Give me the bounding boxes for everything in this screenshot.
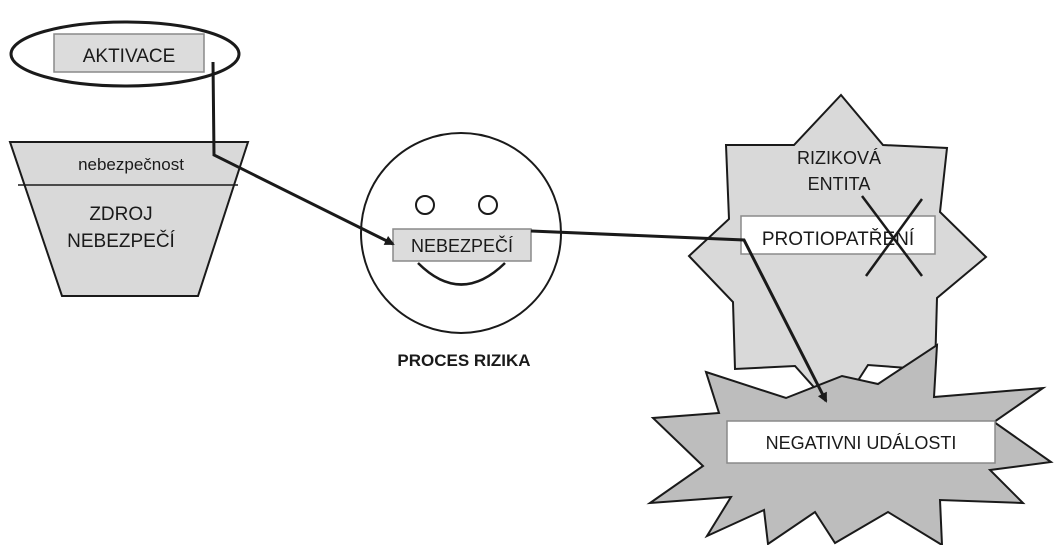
negative-events-label: NEGATIVNI UDÁLOSTI: [766, 433, 957, 453]
countermeasure-cross-b: [864, 198, 924, 277]
risk-entity-node: RIZIKOVÁ ENTITA PROTIOPATŘENÍ: [687, 93, 988, 415]
activation-label: AKTIVACE: [83, 46, 176, 67]
negative-events-box: [726, 420, 996, 464]
hazard-source-title-line2: NEBEZPEČÍ: [67, 230, 175, 252]
hazard-source-hazard-label: nebezpečnost: [78, 155, 184, 174]
countermeasure-label: PROTIOPATŘENÍ: [762, 228, 915, 250]
countermeasure-box: [740, 215, 936, 255]
risk-hazard-label: NEBEZPEČÍ: [411, 235, 513, 256]
risk-hazard-box: [392, 228, 532, 262]
countermeasure-cross-a: [861, 195, 923, 277]
risk-entity-title-line1: RIZIKOVÁ: [797, 148, 881, 168]
hazard-to-negative-events-arrow: [530, 229, 828, 403]
risk-process-node: NEBEZPEČÍ PROCES RIZIKA: [360, 132, 562, 370]
smiley-left-eye: [415, 195, 435, 215]
smiley-right-eye: [478, 195, 498, 215]
risk-entity-title-line2: ENTITA: [808, 174, 871, 194]
smiley-mouth: [417, 262, 506, 286]
risk-process-caption: PROCES RIZIKA: [397, 351, 530, 370]
hazard-source-title-line1: ZDROJ: [89, 204, 152, 225]
activation-label-box: [53, 33, 205, 73]
hazard-source-trapezoid: [8, 141, 250, 297]
activation-to-hazard-arrow: [211, 61, 395, 246]
negative-events-node: NEGATIVNI UDÁLOSTI: [646, 343, 1054, 545]
activation-node: AKTIVACE: [9, 20, 241, 88]
hazard-source-node: nebezpečnost ZDROJ NEBEZPEČÍ: [8, 141, 250, 297]
